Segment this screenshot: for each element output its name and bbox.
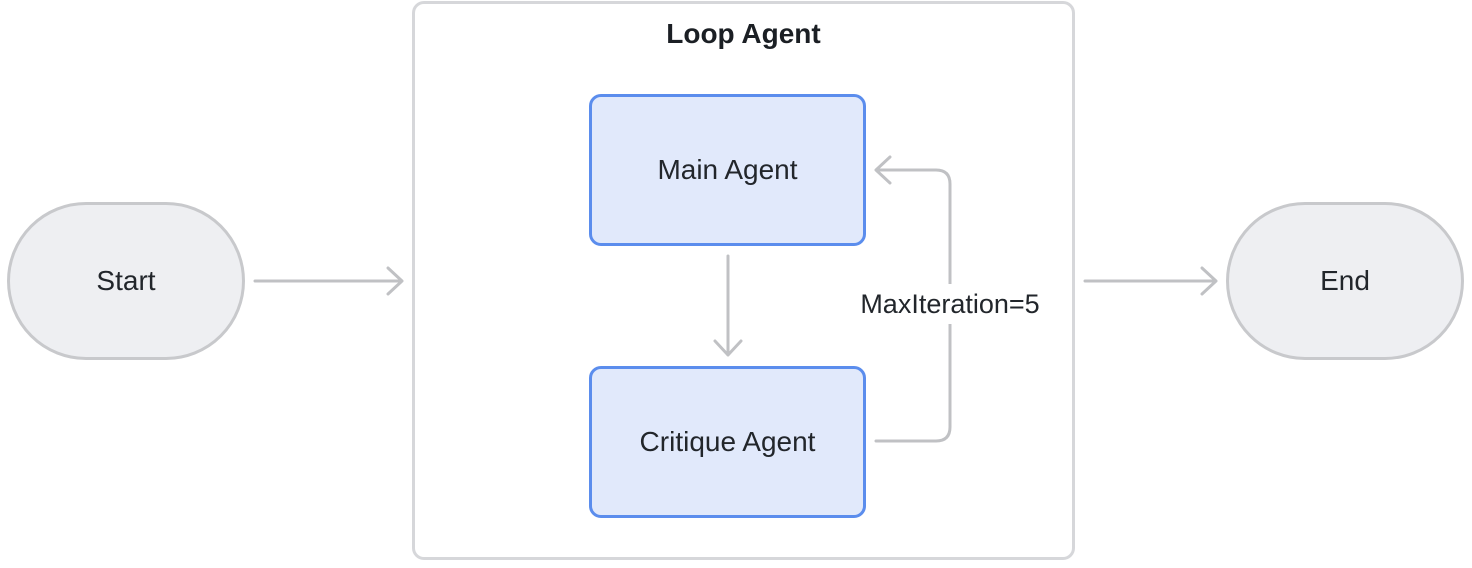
start-to-loop-arrow	[253, 266, 404, 296]
end-node: End	[1226, 202, 1464, 360]
loop-agent-title: Loop Agent	[666, 18, 821, 49]
main-agent-label: Main Agent	[657, 154, 798, 185]
critique-agent-node: Critique Agent	[589, 366, 866, 518]
start-node: Start	[7, 202, 245, 360]
loop-to-end-arrow	[1083, 266, 1218, 296]
end-label: End	[1320, 265, 1370, 296]
critique-agent-label: Critique Agent	[639, 426, 816, 457]
loop-condition-label: MaxIteration=5	[846, 284, 1054, 324]
start-label: Start	[96, 265, 156, 296]
main-agent-node: Main Agent	[589, 94, 866, 246]
